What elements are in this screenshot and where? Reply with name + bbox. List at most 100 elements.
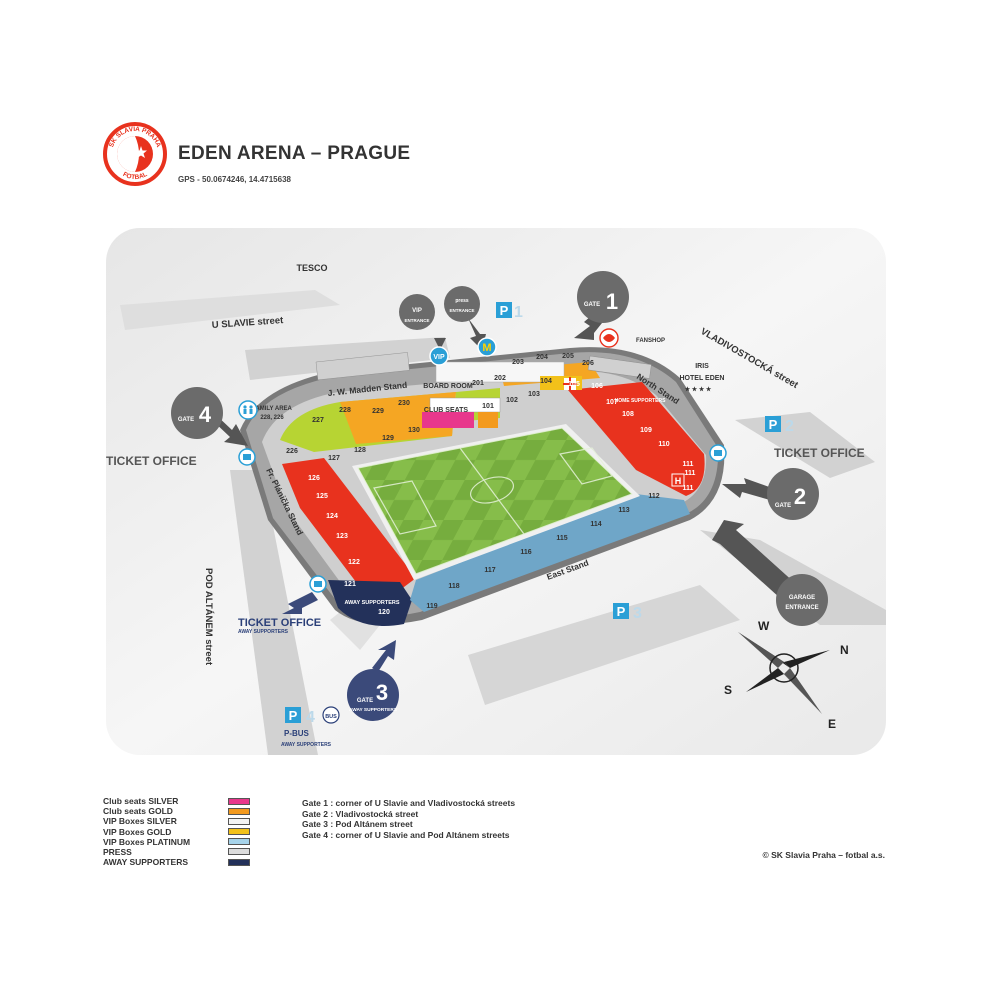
sector-104: 104 <box>540 378 552 385</box>
press-entrance-line1: press <box>455 298 469 304</box>
sector-118: 118 <box>448 583 459 590</box>
sector-206: 206 <box>582 360 594 367</box>
sector-106: 106 <box>591 383 603 390</box>
family-sectors-label: 228, 226 <box>260 415 284 421</box>
ticket-office-away[interactable]: TICKET OFFICE AWAY SUPPORTERS <box>238 575 327 635</box>
gate-descriptions: Gate 1 : corner of U Slavie and Vladivos… <box>302 798 515 840</box>
gate-3-word: GATE <box>357 698 373 704</box>
compass-w: W <box>758 619 770 633</box>
east-stand <box>410 494 690 612</box>
legend-label: VIP Boxes SILVER <box>103 816 177 827</box>
ticket-office-east[interactable]: TICKET OFFICE <box>709 444 865 462</box>
logo-text-bottom: FOTBAL <box>122 171 149 181</box>
pod-altanem-street-label: POD ALTÁNEM street <box>203 568 214 666</box>
press-entrance-marker[interactable]: press ENTRANCE <box>444 286 480 322</box>
sector-128: 128 <box>354 447 366 454</box>
ticket-office-east-label: TICKET OFFICE <box>774 446 865 460</box>
sector-202: 202 <box>494 375 506 382</box>
garage-line2: ENTRANCE <box>785 605 818 611</box>
sector-113: 113 <box>618 507 629 514</box>
family-area-label: FAMILY AREA <box>252 406 292 412</box>
svg-text:4: 4 <box>306 709 315 726</box>
gate-4-number: 4 <box>199 402 212 427</box>
home-supporters-stand <box>568 382 705 496</box>
hotel-line2: HOTEL EDEN <box>680 375 725 382</box>
svg-text:P: P <box>769 417 778 432</box>
sector-119: 119 <box>426 603 437 610</box>
gate-1-marker[interactable]: GATE 1 <box>577 271 629 323</box>
hotel-line1: IRIS <box>695 363 709 370</box>
u-slavie-street-label: U SLAVIE street <box>211 315 284 331</box>
gate-3-marker[interactable]: GATE 3 AWAY SUPPORTERS <box>347 669 399 721</box>
sector-227: 227 <box>312 417 324 424</box>
gate-2-marker[interactable]: GATE 2 <box>767 468 819 520</box>
legend-label: AWAY SUPPORTERS <box>103 857 189 868</box>
club-seats-silver <box>422 412 474 428</box>
sector-105: 105 <box>568 381 580 388</box>
press-entrance-line2: ENTRANCE <box>449 308 474 313</box>
gate-4-word: GATE <box>178 417 194 423</box>
legend-item: VIP Boxes SILVER <box>103 816 250 826</box>
west-red-stand <box>282 458 416 592</box>
compass-s: S <box>724 683 732 697</box>
legend-item: PRESS <box>103 847 250 857</box>
sector-120: 120 <box>378 609 390 616</box>
ticket-office-away-sub: AWAY SUPPORTERS <box>238 629 289 635</box>
sector-203: 203 <box>512 359 524 366</box>
legend-item: VIP Boxes GOLD <box>103 827 250 837</box>
sector-112: 112 <box>648 493 659 500</box>
ticket-office-west-label: TICKET OFFICE <box>106 454 197 468</box>
hospital-icon: H <box>671 473 685 487</box>
vip-badge-text: VIP <box>433 354 445 361</box>
sector-114: 114 <box>590 521 601 528</box>
sector-130: 130 <box>408 427 420 434</box>
sector-103: 103 <box>528 391 540 398</box>
ticket-office-west[interactable]: TICKET OFFICE <box>106 448 256 468</box>
parking-4: P 4 <box>285 707 315 726</box>
sector-109: 109 <box>640 427 652 434</box>
legend-label: VIP Boxes GOLD <box>103 826 172 837</box>
gps-coordinates: GPS - 50.0674246, 14.4715638 <box>178 175 291 184</box>
compass-n: N <box>840 643 849 657</box>
gate-1-number: 1 <box>606 289 618 314</box>
sector-229: 229 <box>372 408 384 415</box>
sector-117: 117 <box>484 567 495 574</box>
club-seats-label: CLUB SEATS <box>424 407 469 414</box>
legend-label: PRESS <box>103 846 132 857</box>
sector-102: 102 <box>506 397 518 404</box>
vip-entrance-marker[interactable]: VIP ENTRANCE <box>399 294 435 330</box>
sector-127: 127 <box>328 455 340 462</box>
fanshop-icon <box>599 328 619 348</box>
svg-text:H: H <box>675 476 682 486</box>
vip-entrance-line2: ENTRANCE <box>404 318 429 323</box>
sector-107: 107 <box>606 399 618 406</box>
sector-111: 111 <box>683 461 694 468</box>
sector-111: 111 <box>685 470 696 477</box>
parking-2: P 2 <box>765 416 794 435</box>
parking-signs: P 1 P 2 P 3 P 4 BUS P-BUS AWAY SUPPORTER… <box>281 302 794 748</box>
hotel-stars: ★ ★ ★ ★ <box>685 386 712 393</box>
gate-markers: GATE 1 GATE 2 GATE 3 AWAY SUPPORTERS GAT… <box>171 271 828 721</box>
copyright: © SK Slavia Praha – fotbal a.s. <box>762 850 885 860</box>
legend-label: Club seats GOLD <box>103 806 173 817</box>
sector-230: 230 <box>398 400 410 407</box>
gate-4-marker[interactable]: GATE 4 <box>171 387 223 439</box>
gate-2-word: GATE <box>775 503 791 509</box>
compass-e: E <box>828 717 836 731</box>
sector-204: 204 <box>536 354 548 361</box>
svg-text:P: P <box>500 303 509 318</box>
legend-swatch <box>228 807 250 815</box>
gate-description: Gate 4 : corner of U Slavie and Pod Altá… <box>302 829 510 840</box>
legend-swatch <box>228 828 250 836</box>
fanshop-label: FANSHOP <box>636 338 665 344</box>
garage-entrance-marker[interactable]: GARAGE ENTRANCE <box>776 574 828 626</box>
compass-rose: W N S E <box>724 619 849 731</box>
parking-1: P 1 <box>496 302 523 321</box>
page-title: EDEN ARENA – PRAGUE <box>178 143 411 164</box>
stadium <box>240 347 725 626</box>
sector-116: 116 <box>520 549 531 556</box>
gate-2-number: 2 <box>794 484 806 509</box>
sector-129: 129 <box>382 435 394 442</box>
legend-label: Club seats SILVER <box>103 796 179 806</box>
